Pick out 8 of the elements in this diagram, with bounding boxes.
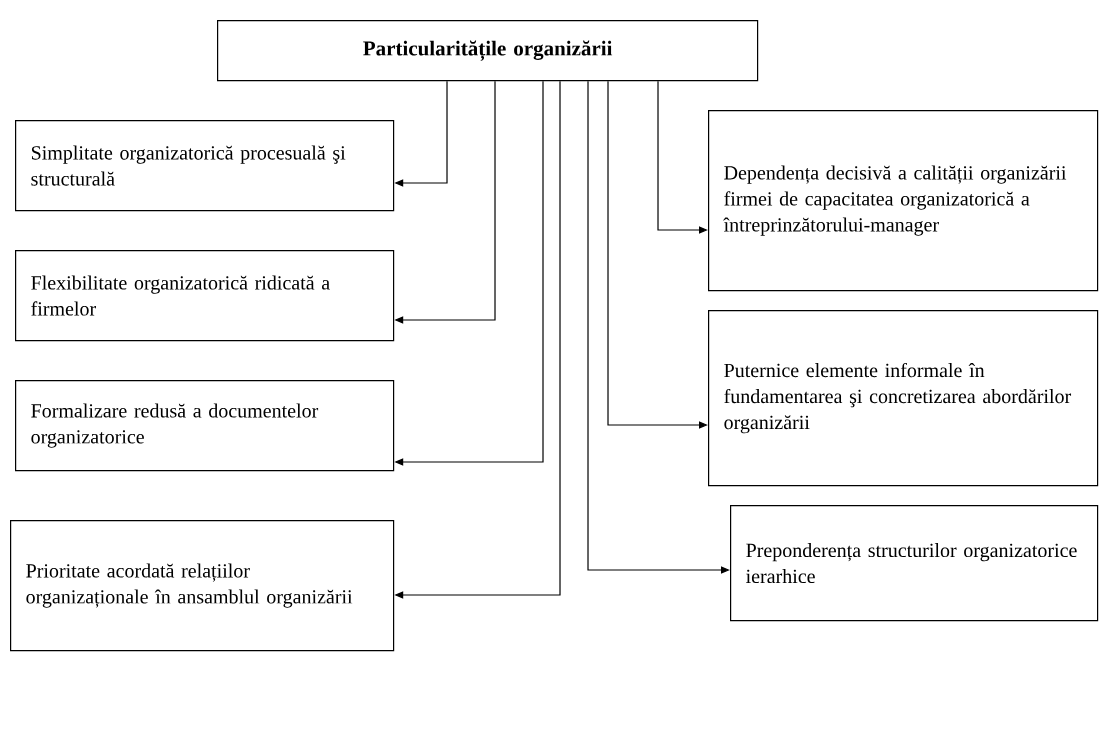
text-box: Flexibilitate organizatorică ridicată a firmelor — [15, 250, 395, 342]
text-box: Simplitate organizatorică procesuală şi structurală — [15, 120, 395, 212]
text-box: Prioritate acordată relațiilor organizaționale în ansamblul organizării — [10, 520, 395, 652]
title-box: Particularitățile organizării — [217, 20, 759, 82]
text-box: Preponderența structurilor organizatorice ierarhice — [730, 505, 1099, 622]
text-box: Dependența decisivă a calității organizării firmei de capacitatea organizatorică a întreprinzătorului-manager — [708, 110, 1099, 292]
text-box: Puternice elemente informale în fundamentarea şi concretizarea abordărilor organizării — [708, 310, 1099, 487]
text-box: Formalizare redusă a documentelor organizatorice — [15, 380, 395, 472]
